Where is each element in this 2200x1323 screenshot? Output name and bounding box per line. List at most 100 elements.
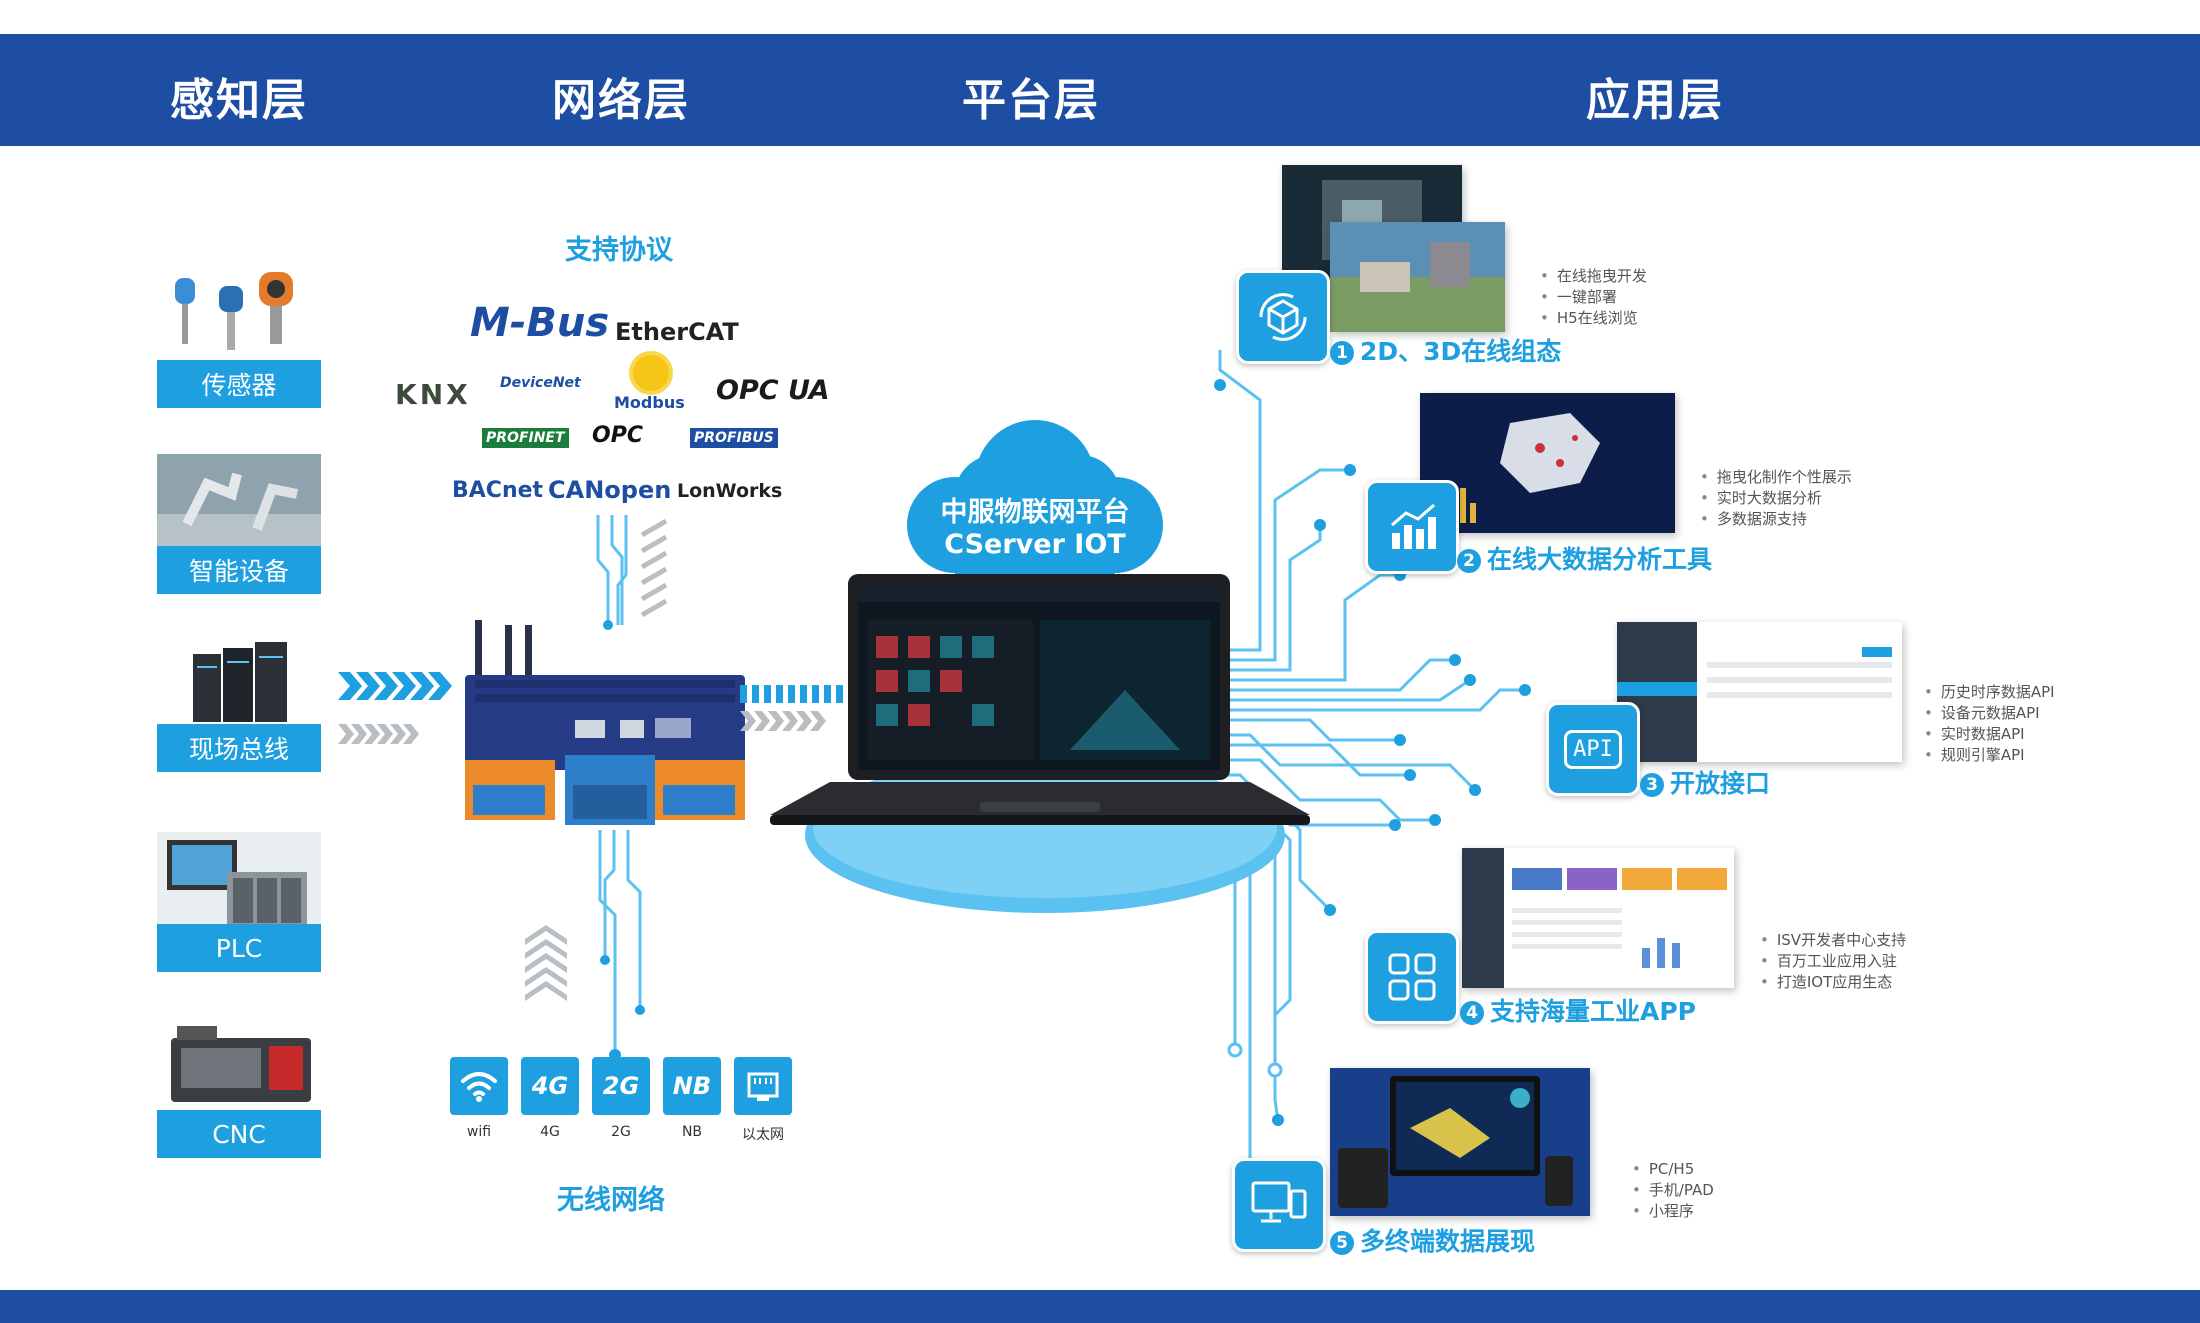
app5-bullets: PC/H5 手机/PAD 小程序 (1632, 1159, 1714, 1222)
layer-header-bar (0, 34, 2200, 146)
logo-modbus: Modbus (614, 393, 685, 412)
app2-screenshot (1420, 393, 1675, 533)
wifi-icon (450, 1057, 508, 1115)
app2-title-text: 在线大数据分析工具 (1487, 545, 1713, 574)
bullet-item: ISV开发者中心支持 (1760, 930, 1906, 951)
app3-title-text: 开放接口 (1670, 769, 1771, 798)
bullet-item: 实时数据API (1924, 724, 2055, 745)
device-label: CNC (157, 1110, 321, 1158)
2g-icon: 2G (592, 1057, 650, 1115)
platform-cloud (907, 420, 1163, 575)
bullet-item: 实时大数据分析 (1700, 488, 1852, 509)
app5-title-text: 多终端数据展现 (1360, 1227, 1536, 1256)
logo-bacnet: BACnet (452, 478, 544, 503)
bullet-item: 设备元数据API (1924, 703, 2055, 724)
wireless-label: 4G (540, 1124, 560, 1140)
wireless-label: 2G (611, 1124, 631, 1140)
platform-name-line2: CServer IOT (944, 529, 1126, 560)
device-smart-equipment: 智能设备 (157, 454, 321, 594)
bullet-item: 规则引擎API (1924, 745, 2055, 766)
protocols-title: 支持协议 (565, 235, 673, 266)
app2-bullets: 拖曳化制作个性展示 实时大数据分析 多数据源支持 (1700, 467, 1852, 530)
logo-canopen: CANopen (548, 476, 672, 504)
logo-devicenet: DeviceNet (500, 375, 581, 391)
cube-rotate-icon (1236, 270, 1330, 364)
app1-number: 1 (1330, 341, 1354, 365)
footer-bar (0, 1290, 2200, 1323)
logo-knx: KNX (395, 378, 471, 411)
app4-bullets: ISV开发者中心支持 百万工业应用入驻 打造IOT应用生态 (1760, 930, 1906, 993)
multi-device-icon (1232, 1158, 1326, 1252)
platform-name-line1: 中服物联网平台 (940, 497, 1130, 528)
logo-opc: OPC (592, 423, 643, 448)
layer-label-application: 应用层 (1586, 75, 1724, 126)
app1-title-text: 2D、3D在线组态 (1360, 337, 1562, 366)
app3-screenshot (1617, 622, 1902, 762)
app3-bullets: 历史时序数据API 设备元数据API 实时数据API 规则引擎API (1924, 682, 2055, 766)
app4-screenshot (1462, 848, 1734, 988)
bullet-item: 在线拖曳开发 (1540, 266, 1647, 287)
bullet-item: 百万工业应用入驻 (1760, 951, 1906, 972)
layer-label-network: 网络层 (552, 75, 690, 126)
bullet-item: PC/H5 (1632, 1159, 1714, 1180)
chevrons-up (525, 925, 567, 1001)
plc-image (157, 832, 321, 924)
device-plc: PLC (157, 832, 321, 972)
app1-screenshot-front (1330, 222, 1505, 332)
logo-profinet: PROFINET (482, 428, 569, 448)
laptop (770, 574, 1310, 825)
logo-ethercat: EtherCAT (615, 318, 739, 346)
arrow-perception-to-network (338, 672, 452, 744)
app2-number: 2 (1457, 549, 1481, 573)
logo-profibus: PROFIBUS (690, 428, 778, 448)
device-cnc: CNC (157, 1018, 321, 1158)
app5-screenshot (1330, 1068, 1590, 1216)
nb-icon-text: NB (672, 1072, 712, 1100)
layer-label-platform: 平台层 (962, 75, 1100, 126)
logo-lonworks: LonWorks (677, 480, 783, 502)
logo-mbus: M-Bus (470, 300, 610, 346)
cnc-image (157, 1018, 321, 1110)
app4-number: 4 (1460, 1001, 1484, 1025)
fieldbus-image (157, 632, 321, 724)
device-label: 传感器 (157, 360, 321, 408)
app5-number: 5 (1330, 1231, 1354, 1255)
device-label: PLC (157, 924, 321, 972)
bar-chart-icon (1365, 480, 1459, 574)
api-icon: API (1546, 702, 1640, 796)
nb-icon: NB (663, 1057, 721, 1115)
bullet-item: 手机/PAD (1632, 1180, 1714, 1201)
layer-label-perception: 感知层 (170, 75, 308, 126)
4g-icon: 4G (521, 1057, 579, 1115)
wireless-label: wifi (466, 1124, 492, 1140)
2g-icon-text: 2G (602, 1072, 640, 1100)
app-grid-icon (1365, 930, 1459, 1024)
smart-equipment-image (157, 454, 321, 546)
bullet-item: H5在线浏览 (1540, 308, 1647, 329)
sensor-image (157, 268, 321, 360)
app1-bullets: 在线拖曳开发 一键部署 H5在线浏览 (1540, 266, 1647, 329)
wireless-title: 无线网络 (557, 1185, 665, 1216)
platform-name: 中服物联网平台 CServer IOT (885, 497, 1185, 561)
wireless-label: 以太网 (742, 1127, 784, 1143)
bullet-item: 小程序 (1632, 1201, 1714, 1222)
bullet-item: 多数据源支持 (1700, 509, 1852, 530)
gray-stripes (640, 518, 668, 618)
device-label: 现场总线 (157, 724, 321, 772)
device-label: 智能设备 (157, 546, 321, 594)
4g-icon-text: 4G (531, 1072, 569, 1100)
bullet-item: 一键部署 (1540, 287, 1647, 308)
app3-number: 3 (1640, 773, 1664, 797)
device-sensor: 传感器 (157, 268, 321, 408)
bullet-item: 历史时序数据API (1924, 682, 2055, 703)
modbus-flower-icon (633, 355, 669, 391)
device-fieldbus: 现场总线 (157, 632, 321, 772)
api-icon-frame: API (1564, 729, 1622, 769)
bullet-item: 打造IOT应用生态 (1760, 972, 1906, 993)
